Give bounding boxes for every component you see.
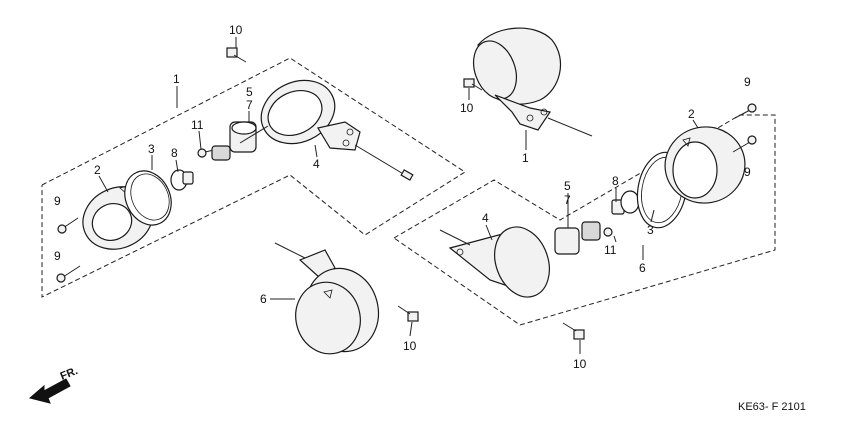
right-assembly-frame <box>393 114 776 326</box>
callout-right-bulb: 8 <box>612 174 619 188</box>
left-assembly-frame <box>41 57 466 298</box>
right-screw-bottom <box>732 135 757 153</box>
callout-left-gasket: 3 <box>148 142 155 156</box>
callout-rear-unit: 1 <box>522 151 529 165</box>
callout-left-screw-bottom: 9 <box>54 249 61 263</box>
callout-right-ring: 7 <box>564 193 571 207</box>
bottom-bolt <box>397 305 419 322</box>
callout-right-assy: 6 <box>639 261 646 275</box>
front-direction-arrow-icon <box>28 378 71 404</box>
left-gasket <box>124 170 172 226</box>
right-bottom-bolt <box>562 322 585 340</box>
top-bolt <box>226 47 247 63</box>
left-socket <box>211 121 257 161</box>
right-stay <box>439 226 550 298</box>
callout-left-bulb: 8 <box>171 146 178 160</box>
callout-left-stay: 4 <box>313 157 320 171</box>
callout-left-assy: 1 <box>173 72 180 86</box>
right-lens <box>664 126 746 204</box>
callout-left-ring: 7 <box>246 98 253 112</box>
rear-bolt <box>463 78 483 91</box>
callout-left-lens: 2 <box>94 163 101 177</box>
left-bulb <box>170 169 194 191</box>
callout-left-socket: 5 <box>246 85 253 99</box>
right-small-screw <box>603 227 613 237</box>
right-socket <box>554 221 601 255</box>
callout-right-socket: 5 <box>564 179 571 193</box>
diagram-code: KE63- F 2101 <box>738 401 806 413</box>
callout-right-bottom-bolt: 10 <box>573 357 587 371</box>
callout-right-stay: 4 <box>482 211 489 225</box>
callout-right-screw-top: 9 <box>744 75 751 89</box>
callout-left-small-screw: 11 <box>191 118 204 132</box>
left-stay <box>239 79 414 181</box>
left-screw-bottom <box>56 265 81 283</box>
rear-unit <box>472 27 593 137</box>
left-screw-top <box>57 217 79 234</box>
leader-lines <box>98 37 699 354</box>
callout-left-screw-top: 9 <box>54 194 61 208</box>
callout-right-lens: 2 <box>688 107 695 121</box>
callout-bottom-unit: 6 <box>260 292 267 306</box>
callout-right-screw-bottom: 9 <box>744 165 751 179</box>
bottom-unit <box>274 242 380 355</box>
callout-bottom-bolt: 10 <box>403 339 417 353</box>
callout-right-gasket: 3 <box>647 223 654 237</box>
right-screw-top <box>734 103 757 119</box>
callout-top-bolt: 10 <box>229 23 243 37</box>
front-direction-label: FR. <box>59 365 80 383</box>
callout-rear-bolt: 10 <box>460 101 474 115</box>
callout-right-small-screw: 11 <box>604 243 617 257</box>
